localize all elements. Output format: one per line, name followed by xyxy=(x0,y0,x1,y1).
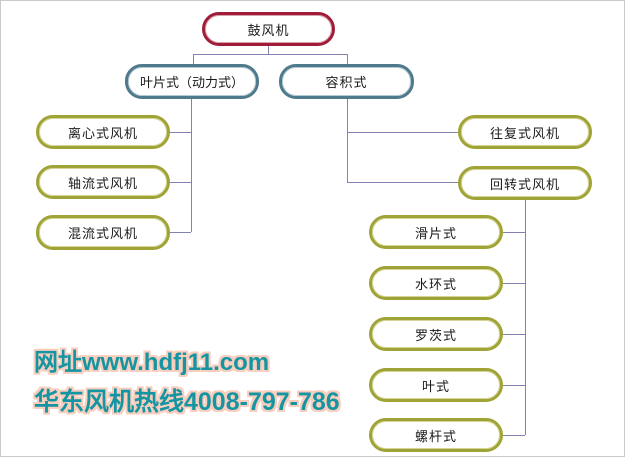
node-volumetric-type: 容积式 xyxy=(279,64,414,99)
node-blade-dynamic-type: 叶片式（动力式） xyxy=(125,64,259,99)
connector-water-ring xyxy=(503,283,525,284)
node-screw-type: 螺杆式 xyxy=(369,418,503,452)
connector-centrifugal xyxy=(170,132,191,133)
connector-blade-trunk xyxy=(191,99,192,232)
connector-roots xyxy=(503,334,525,335)
node-reciprocating-fan: 往复式风机 xyxy=(458,115,592,149)
connector-reciprocating xyxy=(347,132,458,133)
connector-root-stub xyxy=(268,46,269,54)
connector-axial xyxy=(170,182,191,183)
connector-mixed xyxy=(170,232,191,233)
node-mixed-flow-fan: 混流式风机 xyxy=(36,215,170,250)
connector-level2-crossbar xyxy=(193,54,348,55)
connector-screw xyxy=(503,435,525,436)
connector-rotary-trunk xyxy=(525,200,526,435)
connector-rotary xyxy=(347,182,458,183)
node-rotary-fan: 回转式风机 xyxy=(458,166,592,200)
watermark-hotline: 华东风机热线4008-797-786 xyxy=(34,388,340,416)
node-water-ring-type: 水环式 xyxy=(369,266,503,300)
node-centrifugal-fan: 离心式风机 xyxy=(36,115,170,149)
connector-blade-stub xyxy=(193,54,194,64)
connector-volumetric-stub xyxy=(347,54,348,64)
node-vane-type: 叶式 xyxy=(369,368,503,402)
connector-volumetric-trunk xyxy=(347,99,348,182)
node-sliding-vane-type: 滑片式 xyxy=(369,215,503,249)
connector-sliding-vane xyxy=(503,232,525,233)
node-roots-type: 罗茨式 xyxy=(369,317,503,351)
node-axial-fan: 轴流式风机 xyxy=(36,165,170,199)
node-blower: 鼓风机 xyxy=(202,12,335,46)
connector-vane xyxy=(503,385,525,386)
watermark-website: 网址www.hdfj11.com xyxy=(34,349,270,376)
